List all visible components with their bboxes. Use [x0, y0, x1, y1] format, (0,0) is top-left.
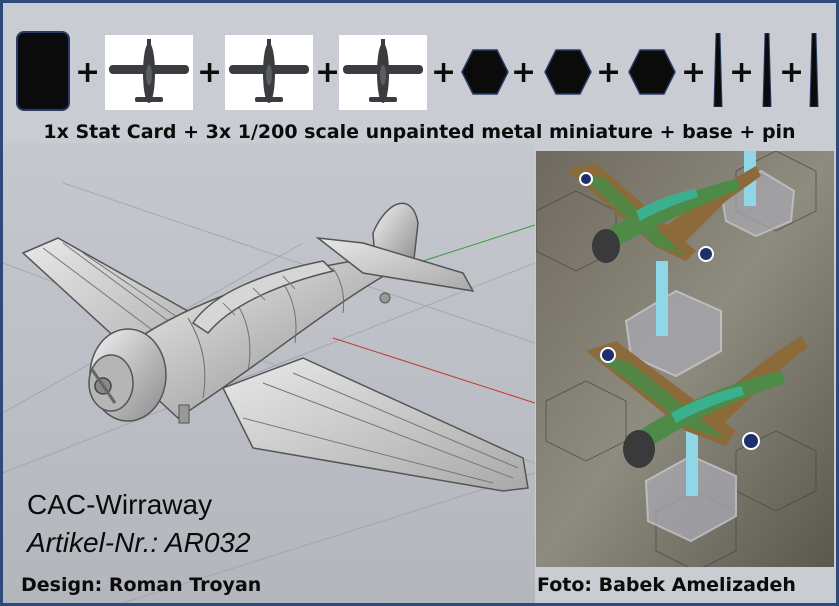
pin-icon	[809, 33, 819, 107]
pin-icon	[762, 33, 772, 107]
plus-sign: +	[75, 55, 101, 90]
plus-sign: +	[511, 55, 537, 90]
hexagon-base-icon	[461, 49, 509, 95]
aircraft-3d-render	[3, 143, 535, 603]
article-number: Artikel-Nr.: AR032	[27, 527, 251, 558]
photo-credit: Foto: Babek Amelizadeh	[537, 574, 796, 596]
plus-sign: +	[596, 55, 622, 90]
hexagon-base-icon	[544, 49, 592, 95]
plus-sign: +	[729, 55, 755, 90]
miniature-plane-icon	[339, 35, 427, 110]
painted-miniatures-photo	[536, 151, 834, 567]
plus-sign: +	[779, 55, 805, 90]
plus-sign: +	[681, 55, 707, 90]
plus-sign: +	[315, 55, 341, 90]
product-name: CAC-Wirraway	[27, 489, 213, 520]
miniature-plane-icon	[105, 35, 193, 110]
hexagon-base-icon	[628, 49, 676, 95]
design-credit: Design: Roman Troyan	[21, 574, 262, 596]
plus-sign: +	[197, 55, 223, 90]
miniature-plane-icon	[225, 35, 313, 110]
pin-icon	[713, 33, 723, 107]
plus-sign: +	[431, 55, 457, 90]
stat-card-icon	[16, 31, 70, 111]
contents-caption: 1x Stat Card + 3x 1/200 scale unpainted …	[43, 121, 796, 143]
